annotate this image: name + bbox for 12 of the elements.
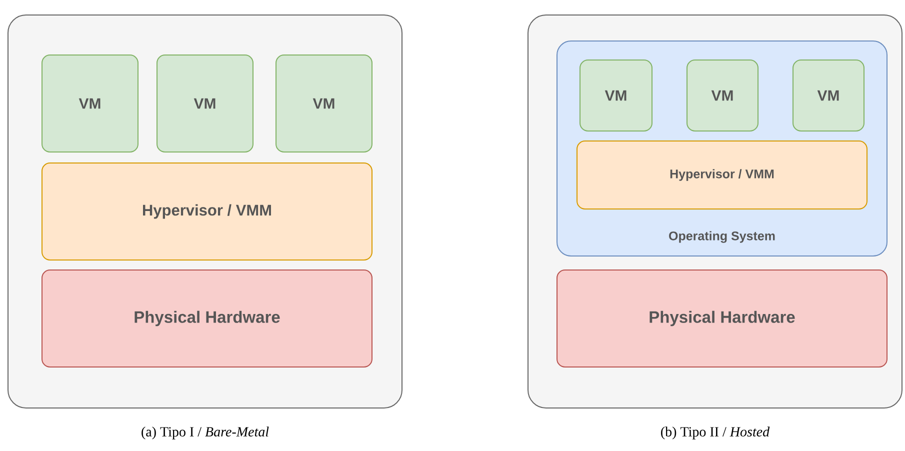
- vm-box: VM: [686, 60, 758, 132]
- hypervisor-box: Hypervisor / VMM: [42, 162, 372, 260]
- vm-box: VM: [42, 54, 138, 152]
- vm-box: VM: [792, 60, 864, 132]
- vm-box: VM: [156, 54, 254, 152]
- figure-caption: (b) Tipo II / Hosted: [661, 426, 770, 440]
- vm-box: VM: [580, 60, 652, 132]
- hardware-box: Physical Hardware: [42, 270, 372, 368]
- vm-box: VM: [276, 54, 372, 152]
- hardware-box: Physical Hardware: [556, 270, 888, 368]
- figure-caption: (a) Tipo I / Bare-Metal: [142, 426, 269, 440]
- hypervisor-box: Hypervisor / VMM: [576, 140, 868, 210]
